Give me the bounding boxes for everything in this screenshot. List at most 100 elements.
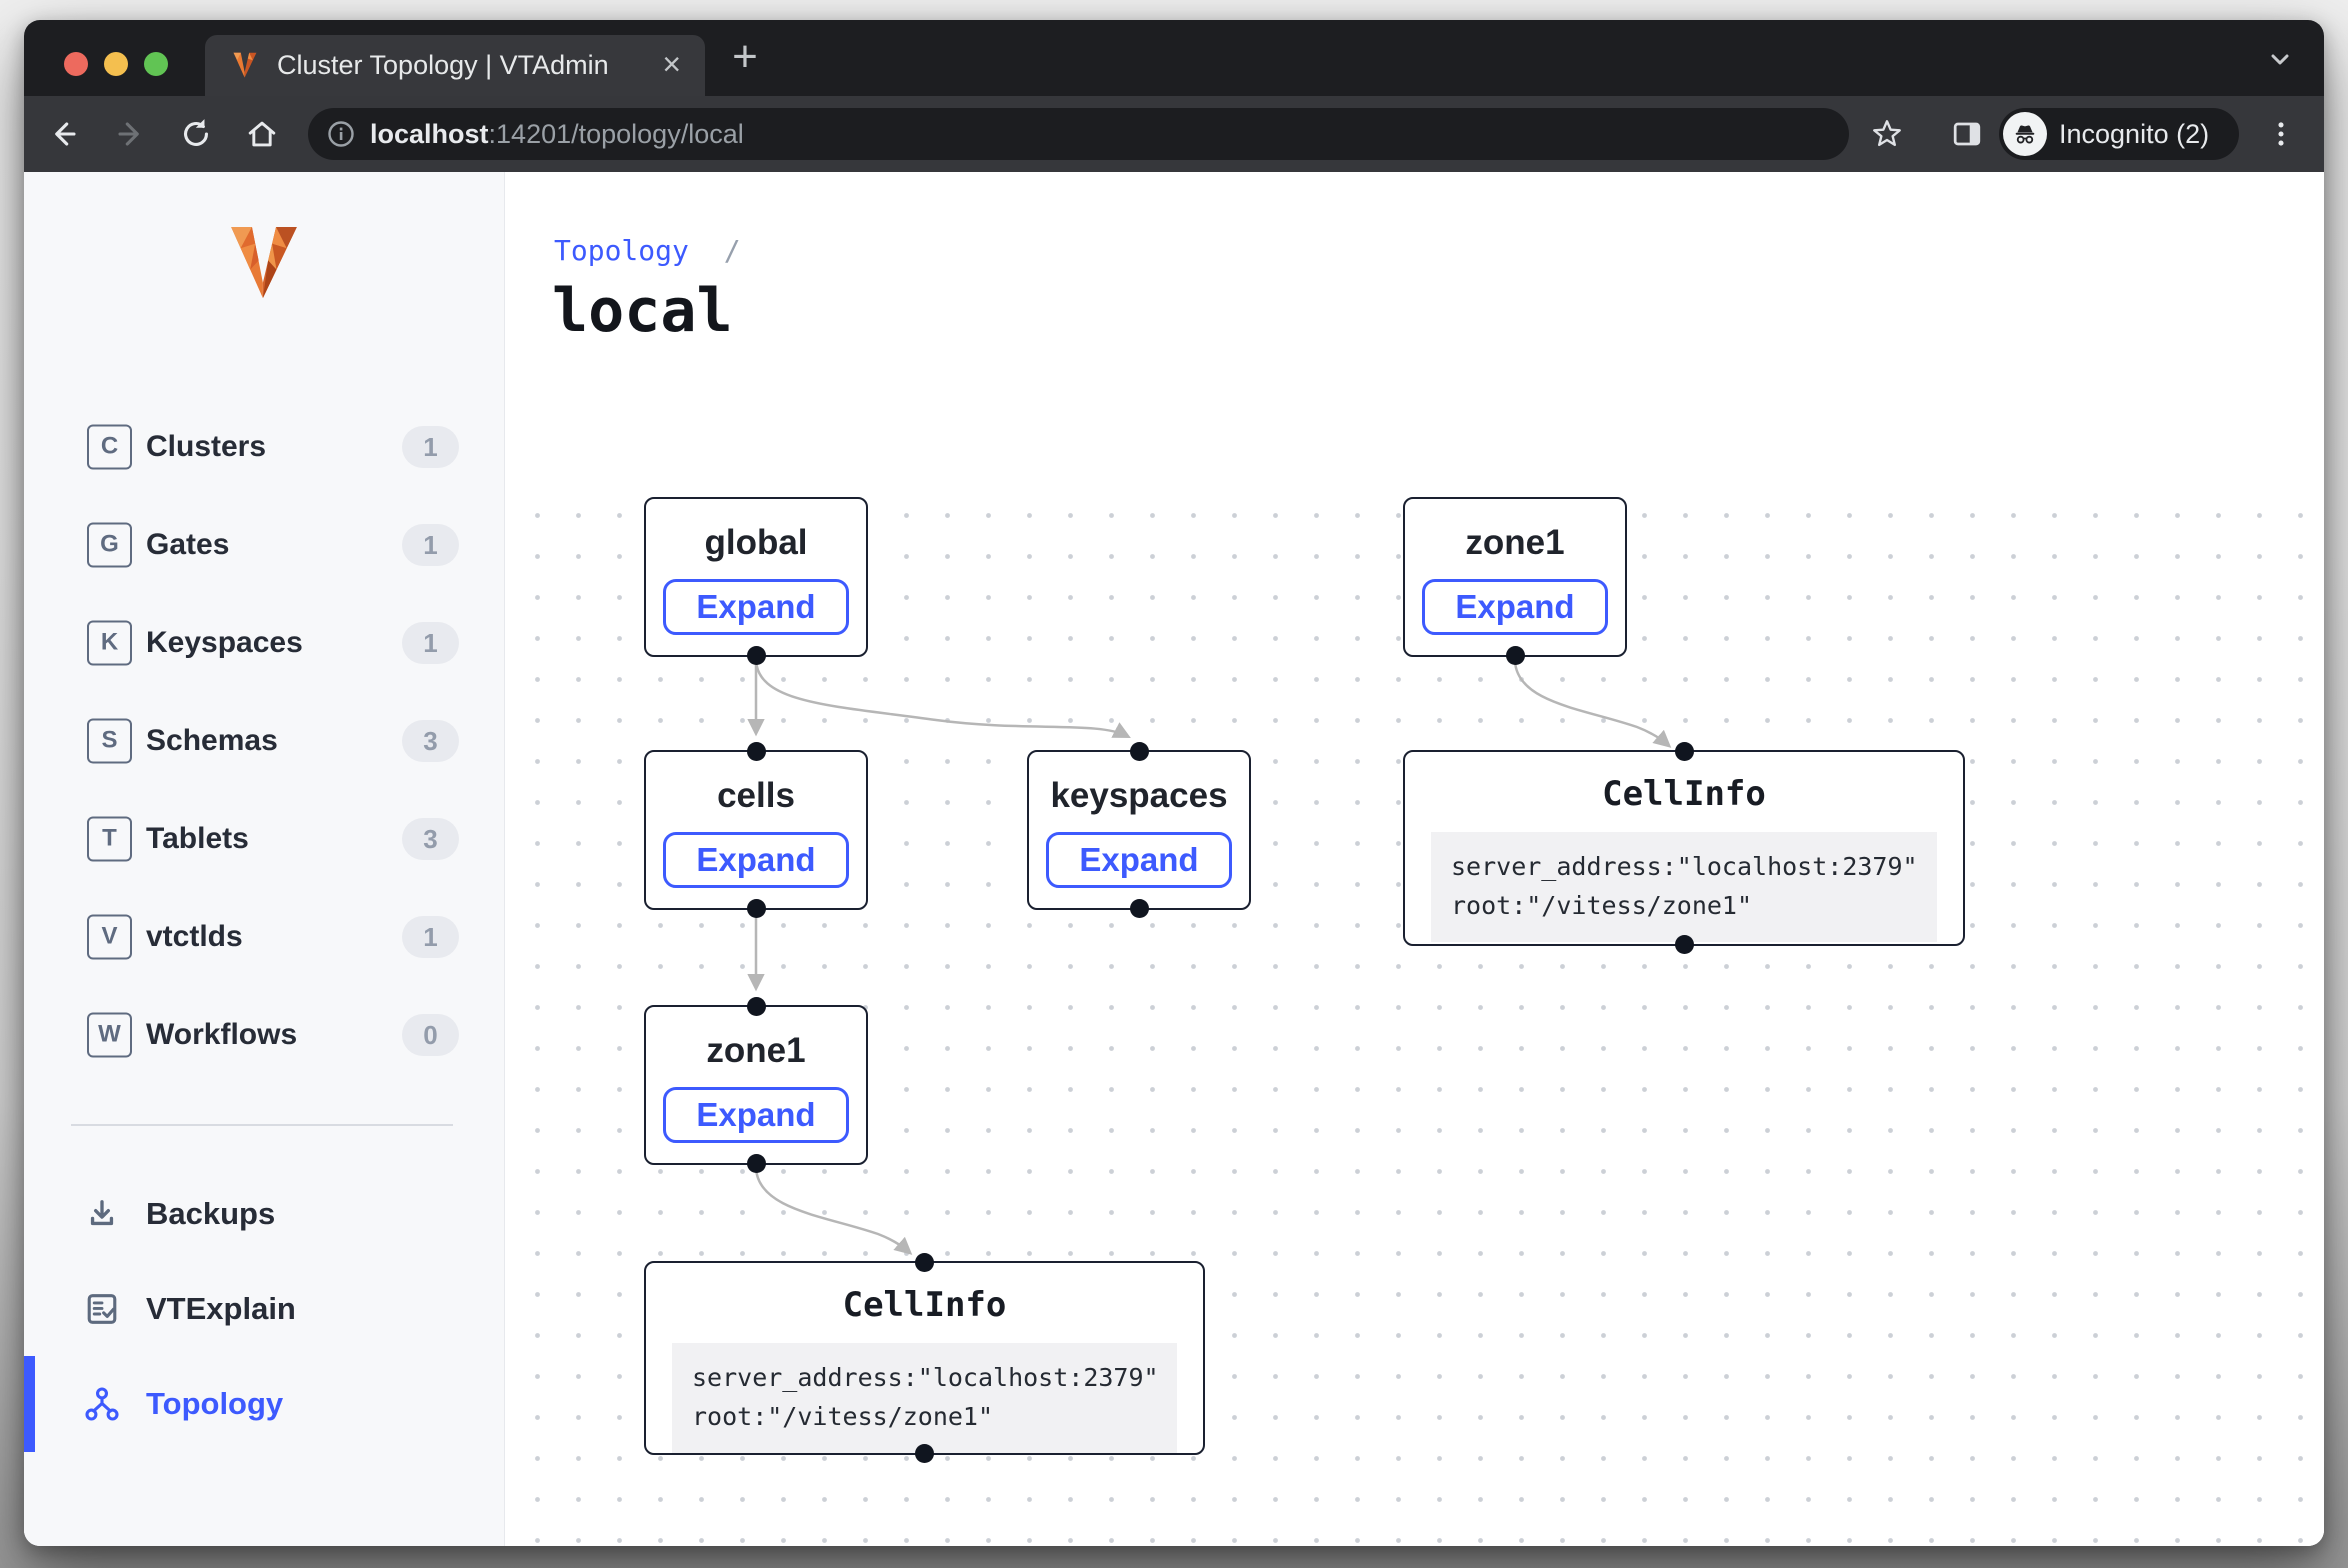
forward-button[interactable] (107, 111, 153, 157)
expand-button[interactable]: Expand (663, 579, 849, 635)
sidebar-item-label: Keyspaces (146, 626, 303, 659)
topology-canvas: Topology / local global Expa (506, 172, 2324, 1546)
home-button[interactable] (239, 111, 285, 157)
bookmark-star-button[interactable] (1864, 111, 1910, 157)
browser-menu-button[interactable] (2258, 111, 2304, 157)
port-handle[interactable] (746, 1154, 766, 1173)
port-handle[interactable] (746, 997, 766, 1016)
expand-button[interactable]: Expand (1046, 832, 1232, 888)
cellinfo-title: CellInfo (1602, 774, 1766, 814)
address-bar[interactable]: localhost:14201/topology/local (308, 108, 1849, 160)
port-handle[interactable] (1129, 742, 1149, 761)
page-title: local (552, 276, 733, 346)
count-badge: 1 (402, 916, 459, 958)
kebab-menu-icon (2278, 122, 2284, 146)
sidebar-item-label: Schemas (146, 724, 278, 757)
reload-icon (184, 119, 208, 146)
sidebar: C Clusters 1 G Gates 1 K Keyspaces 1 S S… (24, 172, 505, 1546)
code-line: server_address:"localhost:2379" (1451, 852, 1918, 881)
url-text[interactable]: localhost:14201/topology/local (370, 108, 744, 160)
sidebar-item-label: Clusters (146, 430, 267, 463)
node-cells: cells Expand (644, 742, 868, 918)
close-window-button[interactable] (64, 52, 88, 76)
zoom-window-button[interactable] (144, 52, 168, 76)
sidebar-item-workflows[interactable]: W Workflows 0 (24, 986, 504, 1084)
node-label: cells (717, 776, 795, 815)
sidebar-item-label: Backups (146, 1195, 276, 1231)
side-panel-icon (1953, 122, 1981, 146)
sidebar-item-gates[interactable]: G Gates 1 (24, 496, 504, 594)
url-path: :14201/topology/local (488, 119, 744, 149)
count-badge: 1 (402, 524, 459, 566)
back-arrow-icon (55, 122, 76, 146)
gates-letter-icon: G (87, 522, 132, 568)
reload-button[interactable] (173, 111, 219, 157)
count-badge: 3 (402, 818, 459, 860)
node-label: zone1 (1465, 523, 1565, 562)
cellinfo-code-block: server_address:"localhost:2379"root:"/vi… (1431, 832, 1937, 942)
node-cellinfo-zone1-root: CellInfo server_address:"localhost:2379"… (1403, 742, 1965, 954)
count-badge: 3 (402, 720, 459, 762)
incognito-badge[interactable]: Incognito (2) (1999, 108, 2239, 160)
sidebar-item-label: Tablets (146, 822, 249, 855)
sidebar-item-label: Gates (146, 528, 230, 561)
sidebar-item-backups[interactable]: Backups (24, 1166, 504, 1261)
minimize-window-button[interactable] (104, 52, 128, 76)
port-handle[interactable] (915, 1253, 934, 1272)
incognito-avatar (2003, 112, 2047, 156)
incognito-label: Incognito (2) (2059, 119, 2210, 149)
port-handle[interactable] (746, 899, 766, 918)
keyspaces-letter-icon: K (87, 620, 132, 666)
count-badge: 1 (402, 622, 459, 664)
star-icon (1873, 120, 1901, 147)
port-handle[interactable] (1505, 646, 1525, 665)
browser-toolbar: localhost:14201/topology/local (24, 96, 2324, 172)
schemas-letter-icon: S (87, 718, 132, 764)
expand-button[interactable]: Expand (1422, 579, 1608, 635)
page-content: C Clusters 1 G Gates 1 K Keyspaces 1 S S… (24, 172, 2324, 1546)
port-handle[interactable] (746, 742, 766, 761)
vtctlds-letter-icon: V (87, 914, 132, 960)
vitess-favicon-icon (233, 52, 257, 78)
node-zone1-root: zone1 Expand (1403, 497, 1627, 665)
sidebar-divider (71, 1124, 453, 1126)
tab-strip: Cluster Topology | VTAdmin × + (24, 20, 2324, 96)
sidebar-item-label: VTExplain (146, 1290, 296, 1326)
port-handle[interactable] (1674, 742, 1694, 761)
tab-search-chevron-icon[interactable] (2262, 42, 2298, 78)
sidebar-item-schemas[interactable]: S Schemas 3 (24, 692, 504, 790)
sidebar-item-tablets[interactable]: T Tablets 3 (24, 790, 504, 888)
site-info-icon[interactable] (326, 119, 356, 149)
sidebar-item-vtctlds[interactable]: V vtctlds 1 (24, 888, 504, 986)
sidebar-item-vtexplain[interactable]: VTExplain (24, 1261, 504, 1356)
back-button[interactable] (41, 111, 87, 157)
sidebar-item-topology[interactable]: Topology (24, 1356, 504, 1451)
forward-arrow-icon (118, 122, 139, 146)
vitess-logo (231, 226, 297, 299)
port-handle[interactable] (915, 1444, 934, 1463)
port-handle[interactable] (1129, 899, 1149, 918)
tab-title: Cluster Topology | VTAdmin (277, 50, 609, 80)
side-panel-button[interactable] (1944, 111, 1990, 157)
port-handle[interactable] (746, 646, 766, 665)
expand-button[interactable]: Expand (663, 1087, 849, 1143)
tablets-letter-icon: T (87, 816, 132, 862)
port-handle[interactable] (1674, 935, 1694, 954)
browser-tab[interactable]: Cluster Topology | VTAdmin × (205, 35, 705, 96)
node-global: global Expand (644, 497, 868, 665)
expand-button[interactable]: Expand (663, 832, 849, 888)
sidebar-item-keyspaces[interactable]: K Keyspaces 1 (24, 594, 504, 692)
new-tab-button[interactable]: + (732, 32, 758, 81)
node-cellinfo-zone1: CellInfo server_address:"localhost:2379"… (644, 1253, 1205, 1463)
sidebar-item-label: Topology (146, 1385, 284, 1421)
sidebar-item-clusters[interactable]: C Clusters 1 (24, 398, 504, 496)
graph-edges (747, 660, 1672, 1255)
home-icon (248, 121, 276, 147)
count-badge: 1 (402, 426, 459, 468)
breadcrumb-topology-link[interactable]: Topology (554, 234, 689, 267)
node-label: keyspaces (1050, 776, 1228, 815)
sidebar-item-label: vtctlds (146, 920, 243, 953)
topology-icon (85, 1386, 119, 1421)
sidebar-item-label: Workflows (146, 1018, 298, 1051)
tab-close-icon[interactable]: × (662, 46, 681, 82)
